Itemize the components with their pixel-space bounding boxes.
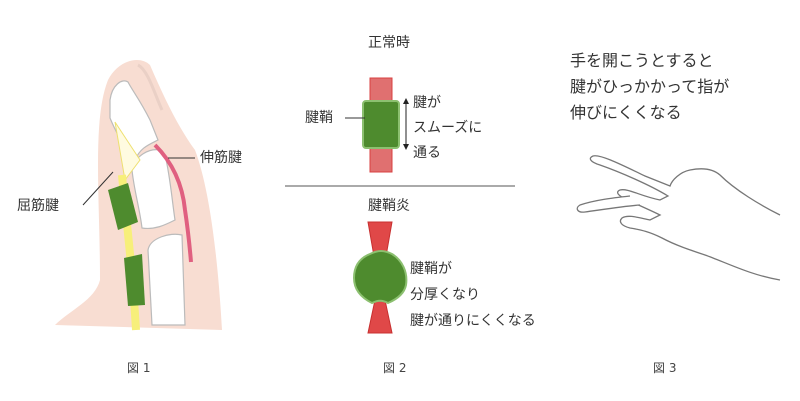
hand-desc-2: 腱がひっかかって指が <box>570 77 730 96</box>
normal-desc-3: 通る <box>413 145 441 161</box>
extensor-tendon-label: 伸筋腱 <box>200 150 242 166</box>
flexor-tendon-membrane <box>114 121 141 182</box>
thickened-sheath <box>352 250 408 305</box>
inflamed-desc-3: 腱が通りにくくなる <box>410 313 536 329</box>
figure2-caption: 図 2 <box>383 361 407 375</box>
hand-desc-3: 伸びにくくなる <box>570 103 682 122</box>
flexor-tendon-label: 屈筋腱 <box>17 198 59 214</box>
hand-illustration <box>576 155 781 281</box>
figure1-caption: 図 1 <box>127 361 151 375</box>
sheath-1 <box>108 183 138 230</box>
finger-illustration <box>55 60 222 331</box>
nail <box>137 63 164 111</box>
hand-outline <box>589 155 781 281</box>
figure3-caption: 図 3 <box>653 361 677 375</box>
arrow-head-down <box>403 144 409 150</box>
tendon-sheath <box>362 100 400 149</box>
inflamed-title: 腱鞘炎 <box>368 198 410 214</box>
thumb <box>576 195 641 213</box>
middle-bone <box>131 149 176 230</box>
normal-desc-2: スムーズに <box>413 120 483 136</box>
proximal-bone <box>147 233 186 326</box>
tendon-lower <box>367 299 393 334</box>
arrow-head-up <box>403 98 409 104</box>
flexor-leader <box>82 171 114 206</box>
inflamed-tendon-illustration <box>352 221 408 334</box>
normal-desc-1: 腱が <box>413 95 441 111</box>
sheath-2 <box>124 254 145 306</box>
inflamed-desc-1: 腱鞘が <box>410 261 452 277</box>
inflamed-desc-2: 分厚くなり <box>410 287 480 303</box>
sheath-label: 腱鞘 <box>305 110 333 126</box>
hand-desc-1: 手を開こうとすると <box>570 51 714 70</box>
normal-title: 正常時 <box>368 35 410 51</box>
normal-tendon-illustration <box>345 77 409 173</box>
extensor-tendon <box>153 143 193 263</box>
